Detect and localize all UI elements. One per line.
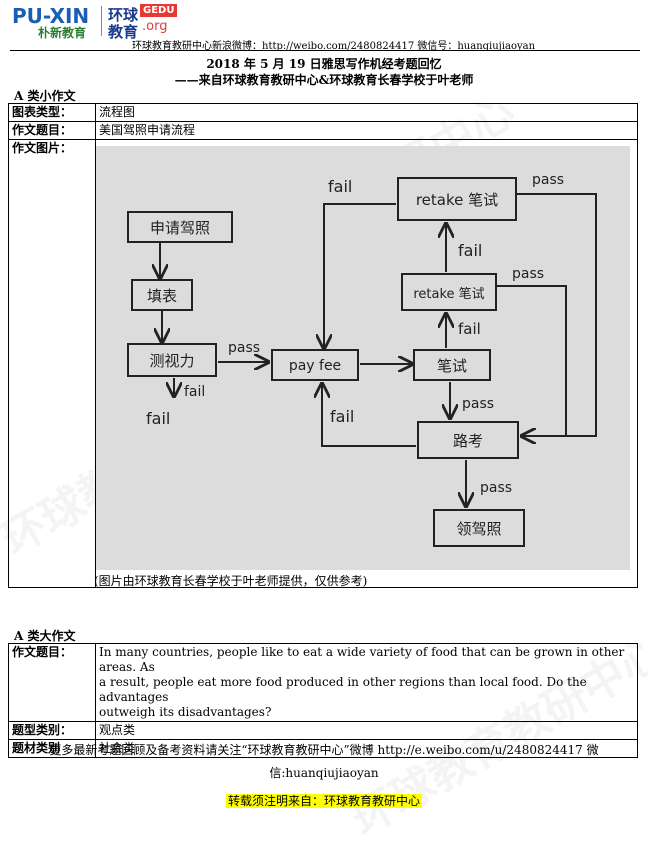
huanqiu-logo: 环球 xyxy=(108,6,139,24)
large-topic-label: 作文题目： xyxy=(8,643,96,722)
flowchart-photo: 申请驾照 填表 测视力 pay fee 笔试 retake 笔试 retake … xyxy=(96,146,630,570)
edge-label-fail: fail xyxy=(458,241,482,260)
footer-notice: 转载须注明来自：环球教育教研中心 xyxy=(0,792,648,809)
edge-label-pass: pass xyxy=(480,480,512,496)
question-type-value: 观点类 xyxy=(95,721,638,740)
large-essay-heading: A 类大作文 xyxy=(14,629,76,643)
node-get-license-box xyxy=(433,509,525,547)
topic-category-label: 题材类别 xyxy=(8,739,96,758)
table-row: 题材类别 社会类 xyxy=(8,739,638,758)
large-essay-table: 作文题目： In many countries, people like to … xyxy=(8,643,638,758)
small-essay-heading: A 类小作文 xyxy=(14,89,76,103)
essay-title-label: 作文题目： xyxy=(8,121,96,140)
question-type-label: 题型类别： xyxy=(8,721,96,740)
node-fill-form-label: 填表 xyxy=(147,287,177,305)
node-road-test-box xyxy=(417,421,519,459)
node-written-test-box xyxy=(413,349,491,381)
large-topic-line: In many countries, people like to eat a … xyxy=(99,645,625,674)
edge-label-pass: pass xyxy=(532,172,564,188)
node-vision-test-label: 测视力 xyxy=(149,352,194,370)
node-pay-fee-box xyxy=(271,349,359,381)
table-row: 作文题目： 美国驾照申请流程 xyxy=(8,121,638,140)
edge-label-pass: pass xyxy=(512,266,544,282)
node-retake2-label: retake 笔试 xyxy=(413,286,484,302)
node-pay-fee-label: pay fee xyxy=(289,358,341,374)
header-contact: 环球教育教研中心新浪微博：http://weibo.com/2480824417… xyxy=(132,41,536,52)
jiaoyu-logo: 教育 xyxy=(108,23,139,41)
node-retake1-box xyxy=(397,177,517,221)
table-row: 图表类型： 流程图 xyxy=(8,103,638,122)
chart-type-value: 流程图 xyxy=(95,103,638,122)
edge-label-pass: pass xyxy=(462,396,494,412)
topic-category-value: 社会类 xyxy=(95,739,638,758)
flowchart-diagram: 申请驾照 填表 测视力 pay fee 笔试 retake 笔试 retake … xyxy=(96,146,630,570)
arrow-road-fail xyxy=(322,384,416,447)
edge-label-fail: fail xyxy=(328,177,352,196)
node-written-test-label: 笔试 xyxy=(437,357,467,375)
page-subtitle: ——来自环球教育教研中心&环球教育长春学校于叶老师 xyxy=(174,73,474,87)
edge-label-fail: fail xyxy=(458,320,481,338)
edge-label-fail: fail xyxy=(146,409,170,428)
reprint-notice: 转载须注明来自：环球教育教研中心 xyxy=(225,794,422,808)
essay-image-label: 作文图片： xyxy=(8,139,96,588)
logo-divider xyxy=(101,6,102,36)
image-caption: (图片由环球教育长春学校于叶老师提供，仅供参考) xyxy=(94,574,368,588)
node-apply-box xyxy=(127,211,233,243)
node-retake1-label: retake 笔试 xyxy=(416,191,498,209)
node-vision-test-box xyxy=(127,343,217,377)
node-get-license-label: 领驾照 xyxy=(456,520,501,538)
node-apply-label: 申请驾照 xyxy=(150,219,210,237)
puxin-logo-subtitle: 朴新教育 xyxy=(38,26,87,40)
table-row: 题型类别： 观点类 xyxy=(8,721,638,740)
footer-text: 更多最新考题回顾及备考资料请关注“环球教育教研中心”微博 http://e.we… xyxy=(49,743,599,757)
puxin-logo: PU-XIN xyxy=(12,4,90,28)
header-rule xyxy=(10,50,640,51)
table-row: 作文题目： In many countries, people like to … xyxy=(8,643,638,722)
arrow-retake1-pass xyxy=(516,193,597,436)
edge-label-fail: fail xyxy=(330,407,354,426)
arrow-retake2-pass xyxy=(496,285,567,436)
page-title: 2018 年 5 月 19 日雅思写作机经考题回忆 xyxy=(206,57,442,71)
node-retake2-box xyxy=(401,273,497,311)
gedu-badge: GEDU xyxy=(140,4,178,17)
node-road-test-label: 路考 xyxy=(453,432,483,450)
chart-type-label: 图表类型： xyxy=(8,103,96,122)
large-topic-line: a result, people eat more food produced … xyxy=(99,675,587,704)
org-label: .org xyxy=(142,19,168,34)
edge-label-pass: pass xyxy=(228,340,260,356)
footer-wechat: 信:huanqiujiaoyan xyxy=(269,766,379,780)
edge-label-fail: fail xyxy=(184,384,205,400)
arrow-retake1-fail-to-pay xyxy=(324,203,396,348)
essay-title-value: 美国驾照申请流程 xyxy=(95,121,638,140)
large-topic-value: In many countries, people like to eat a … xyxy=(95,643,638,722)
large-topic-line: outweigh its disadvantages? xyxy=(99,705,272,719)
